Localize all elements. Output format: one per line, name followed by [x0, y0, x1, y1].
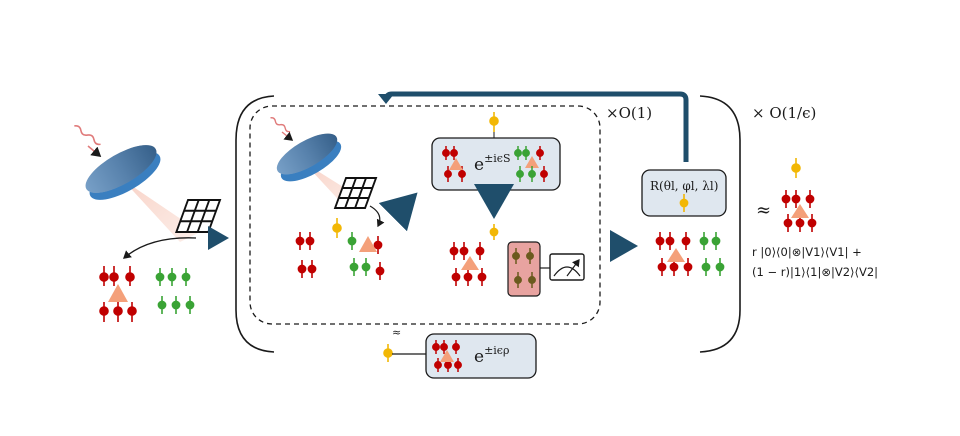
yellow-spin-bottom: [383, 344, 393, 362]
curved-arrow-left: [123, 237, 197, 259]
laser-source-inner: [270, 117, 294, 141]
feedback-arrowhead: [378, 94, 394, 104]
yellow-spin-rotation: [679, 194, 689, 212]
outer-repeat-label: × O(1/ϵ): [752, 104, 816, 122]
outer-bracket-right: [699, 95, 741, 353]
inner-repeat-label: ×O(1): [606, 104, 652, 122]
rotation-box: R(θl, φl, λl): [641, 169, 727, 217]
spin-cluster-green-inner: [347, 232, 371, 276]
spin-cluster-red-inner: [295, 232, 385, 280]
spin-cluster-red-right: [655, 232, 693, 276]
unitary-s-label: e±iϵS: [474, 152, 511, 175]
spin-cluster-red-after: [449, 242, 487, 286]
approx-label: ≈: [756, 200, 771, 221]
unitary-rho-box: e±iϵρ: [383, 333, 537, 379]
unitary-rho-label: e±iϵρ: [474, 344, 509, 367]
spin-cluster-green-right: [699, 232, 725, 276]
spin-cluster-red-left: [99, 266, 137, 322]
rotation-label: R(θl, φl, λl): [650, 179, 718, 193]
result-line-1: r |0⟩⟨0|⊗|V1⟩⟨V1| +: [752, 245, 862, 259]
curved-arrow-inner: [369, 205, 385, 228]
approx-small-label: ≈: [392, 326, 401, 339]
arrow-to-unitary: [378, 192, 418, 232]
yellow-spin-inner: [332, 218, 342, 238]
laser-wave-icon: [74, 124, 101, 146]
inner-loop-box: [249, 105, 601, 325]
laser-arrow-icon: [281, 131, 294, 141]
grid-left-icon: [174, 199, 222, 233]
measurement-meter-icon: [549, 253, 585, 281]
measured-spins-box: [507, 241, 541, 297]
grid-inner-icon: [333, 177, 378, 209]
yellow-spin-result: [791, 158, 801, 178]
unitary-s-box: e±iϵS: [431, 112, 561, 191]
outer-bracket-left: [235, 95, 275, 353]
beam-left: [112, 168, 200, 242]
laser-arrow-icon: [87, 145, 102, 158]
spin-cluster-red-result: [781, 190, 817, 232]
result-line-2: (1 − r)|1⟩⟨1|⊗|V2⟩⟨V2|: [752, 265, 878, 279]
laser-source-left: [74, 124, 102, 158]
yellow-spin-top: [489, 112, 499, 138]
yellow-spin-after: [489, 224, 499, 240]
lens-left: [85, 145, 200, 242]
spin-cluster-green-left: [155, 268, 195, 314]
laser-wave-icon: [270, 117, 291, 133]
